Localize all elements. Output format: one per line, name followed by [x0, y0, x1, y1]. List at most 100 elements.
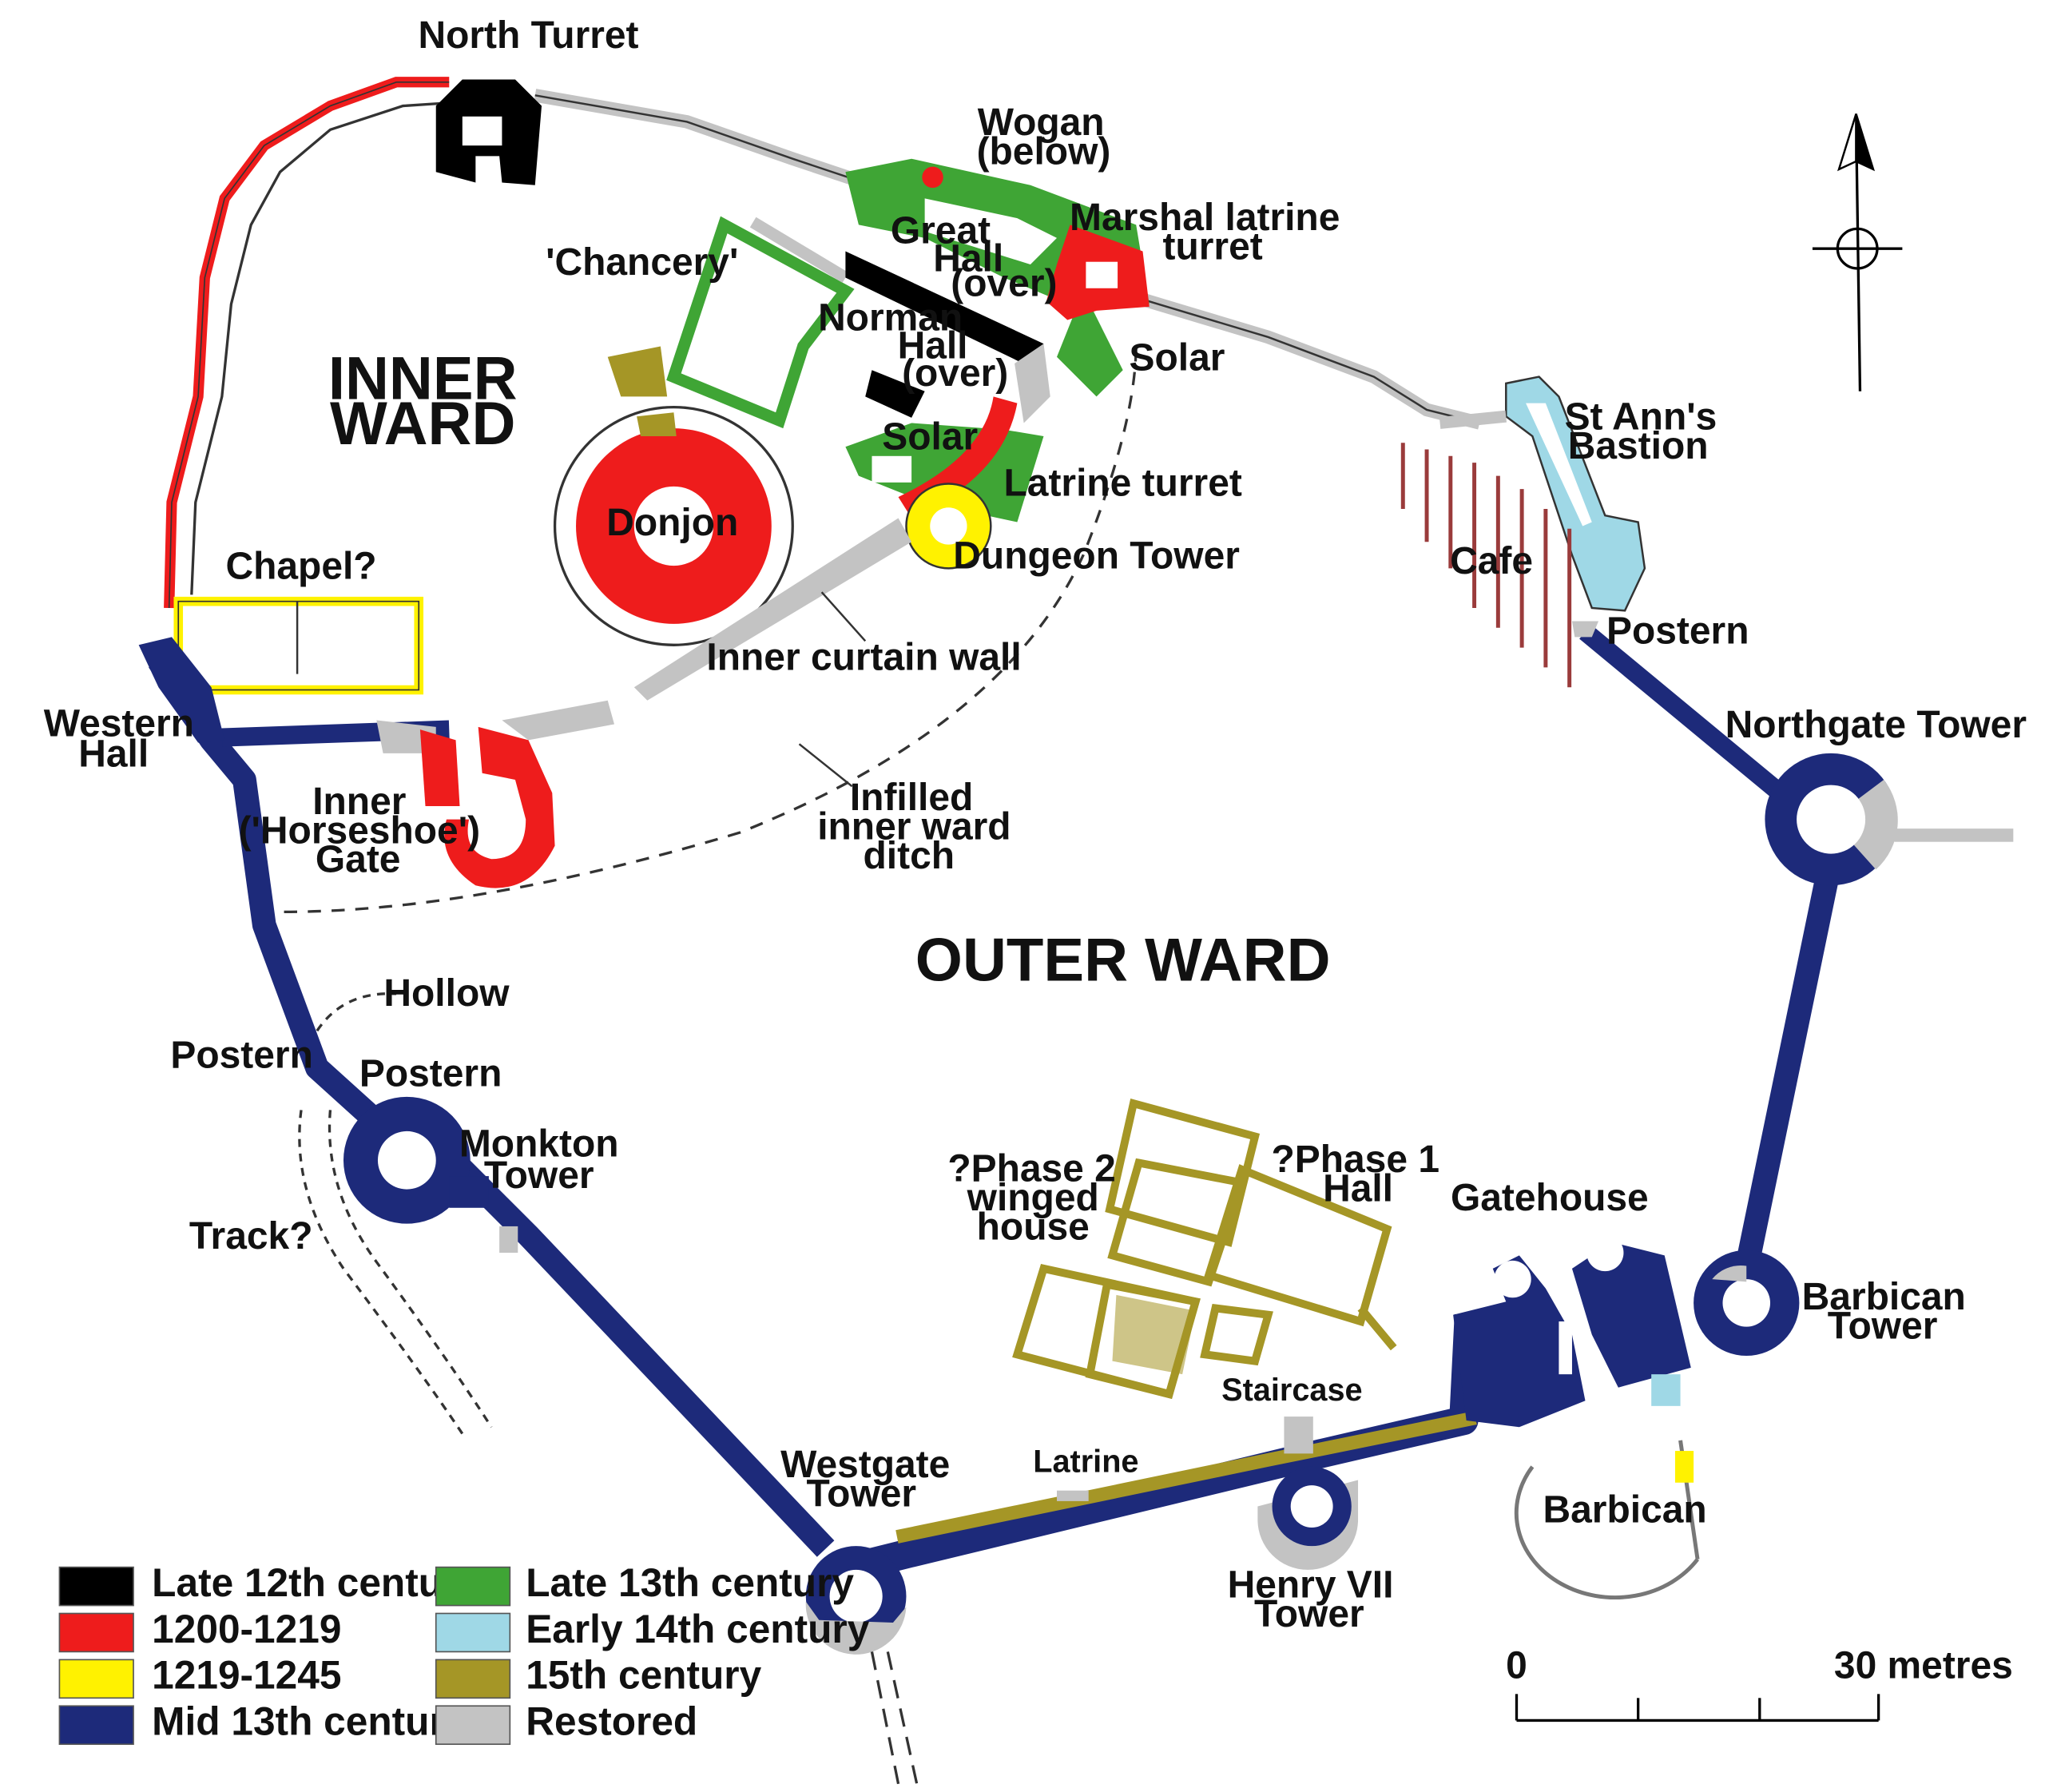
donjon-plan: [553, 346, 794, 646]
barbican-blue: [1651, 1374, 1681, 1406]
st-anns-label-2: Bastion: [1568, 425, 1709, 467]
south-curtain-15th: [895, 1411, 1477, 1544]
legend-swatch-5: [435, 1612, 511, 1653]
legend-label-5: Early 14th century: [526, 1607, 870, 1651]
phase-buildings: [1012, 1098, 1397, 1399]
northgate-label: Northgate Tower: [1725, 704, 2027, 746]
norman-hall-label-3: (over): [902, 352, 1008, 395]
inner-thin-line: [190, 101, 443, 595]
chancery-label: 'Chancery': [546, 241, 738, 284]
legend-label-7: Restored: [526, 1699, 697, 1744]
infilled-ditch-line: [284, 344, 1138, 913]
wogan-label: Wogan: [978, 101, 1105, 144]
legend-swatch-7: [435, 1705, 511, 1746]
monkton-tower-plan: [343, 1096, 518, 1254]
legend-label-0: Late 12th century: [152, 1560, 480, 1605]
chapel-plan: [173, 596, 424, 695]
marshal-latrine-label: Marshal latrine: [1070, 197, 1340, 239]
barbican-tower-label-2: Tower: [1828, 1305, 1938, 1348]
great-hall-label-2: Hall: [933, 237, 1003, 280]
staircase-label: Staircase: [1221, 1373, 1362, 1408]
infilled-ditch-label: Infilled: [850, 777, 973, 819]
westgate-label: Westgate: [780, 1444, 950, 1486]
dungeon-tower-label: Dungeon Tower: [953, 534, 1240, 577]
henry-vii-tower-plan: [1257, 1417, 1359, 1570]
legend-label-2: 1219-1245: [152, 1653, 341, 1698]
postern-ne-label: Postern: [1606, 610, 1749, 653]
legend-swatch-0: [58, 1566, 134, 1607]
legend-swatch-4: [435, 1566, 511, 1607]
st-anns-label: St Ann's: [1565, 396, 1717, 439]
monkton-label-2: Tower: [484, 1154, 594, 1197]
latrine-label: Latrine: [1033, 1444, 1138, 1480]
barbican-yellow: [1674, 1451, 1694, 1483]
infilled-ditch-label-2: inner ward: [817, 805, 1011, 848]
gatehouse-plan: [1453, 1234, 1691, 1428]
horseshoe-label-2: ('Horseshoe'): [239, 809, 480, 852]
horseshoe-gate-plan: [444, 726, 555, 888]
henry7-label: Henry VII: [1228, 1564, 1394, 1607]
inner-curtain-label: Inner curtain wall: [706, 637, 1021, 679]
northgate-tower: [1765, 753, 2014, 886]
infilled-ditch-label-3: ditch: [864, 835, 955, 877]
hollow-label: Hollow: [383, 972, 510, 1015]
scale-start-label: 0: [1506, 1645, 1527, 1687]
inner-curtain-restored: [633, 518, 912, 701]
norman-hall-label: Norman: [818, 297, 963, 340]
hollow: [298, 992, 493, 1435]
legend-label-1: 1200-1219: [152, 1607, 341, 1651]
phase1-label-2: Hall: [1323, 1168, 1393, 1210]
solar-lower-label: Solar: [882, 416, 978, 459]
legend-swatch-6: [435, 1659, 511, 1699]
legend-swatch-1: [58, 1612, 134, 1653]
western-hall-label: Western: [44, 702, 194, 745]
scale-end-label: 30 metres: [1834, 1645, 2013, 1687]
westgate-label-2: Tower: [806, 1473, 916, 1516]
norman-hall-plan: [845, 251, 1044, 371]
phase2-label-2: winged: [967, 1177, 1099, 1219]
phase2-label: ?Phase 2: [947, 1148, 1116, 1190]
inner-ward-label: INNER: [328, 345, 518, 413]
solar-upper-label: Solar: [1130, 336, 1225, 379]
track-label: Track?: [189, 1215, 313, 1258]
legend-swatch-2: [58, 1659, 134, 1699]
north-arrow-icon: [1812, 113, 1903, 391]
donjon-label: Donjon: [606, 502, 738, 544]
chapel-label: Chapel?: [225, 546, 376, 588]
outer-ward-label: OUTER WARD: [915, 926, 1331, 994]
phase1-label: ?Phase 1: [1271, 1138, 1439, 1181]
monkton-label: Monkton: [459, 1122, 619, 1165]
latrine-turret-plan: [898, 396, 1018, 519]
barbican-tower-label: Barbican: [1802, 1276, 1966, 1318]
legend-label-4: Late 13th century: [526, 1560, 854, 1605]
western-hall-plan: [138, 637, 225, 743]
barbican-tower-plan: [1694, 1250, 1800, 1357]
legend-swatch-3: [58, 1705, 134, 1746]
north-turret-label: North Turret: [418, 14, 638, 57]
horseshoe-label-3: Gate: [316, 839, 401, 881]
great-hall-label-3: (over): [951, 263, 1057, 305]
postern-w2-label: Postern: [359, 1053, 502, 1095]
latrine-turret-label: Latrine turret: [1004, 462, 1242, 504]
horseshoe-label: Inner: [312, 781, 406, 823]
dungeon-tower-plan: [905, 483, 992, 570]
henry7-label-2: Tower: [1254, 1593, 1364, 1635]
barbican-label: Barbican: [1543, 1488, 1707, 1531]
north-curtain-restored: [534, 89, 875, 192]
norman-hall-label-2: Hall: [898, 324, 968, 367]
chancery-plan: [666, 216, 855, 429]
legend-label-6: 15th century: [526, 1653, 761, 1698]
phase2-label-3: house: [977, 1206, 1090, 1248]
marshal-latrine-label-2: turret: [1163, 225, 1263, 268]
cafe-label: Cafe: [1450, 540, 1533, 582]
scale-bar: 0 30 metres: [1506, 1645, 2013, 1722]
legend-label-3: Mid 13th century: [152, 1699, 467, 1744]
inner-ward-label-2: WARD: [330, 390, 515, 458]
westgate-tower-plan: [805, 1546, 919, 1785]
wogan-label-2: (below): [977, 130, 1111, 173]
great-hall-label: Great: [891, 210, 991, 252]
postern-w1-label: Postern: [170, 1034, 312, 1076]
western-hall-label-2: Hall: [78, 733, 149, 775]
